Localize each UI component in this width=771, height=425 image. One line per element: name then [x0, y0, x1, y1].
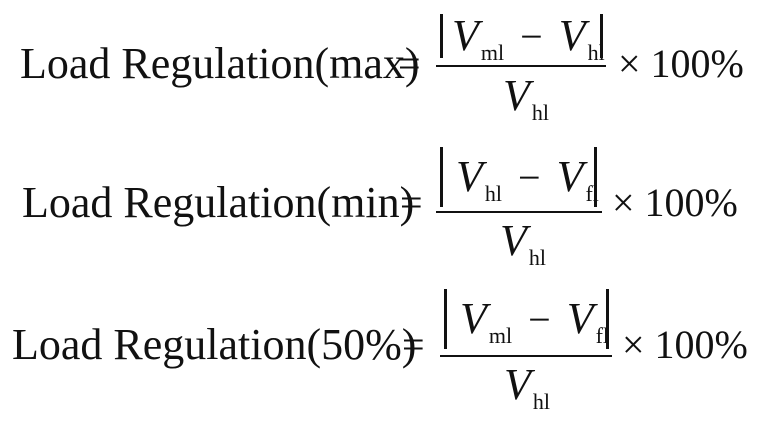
variable-v: V — [456, 152, 483, 201]
variable-v: V — [500, 216, 527, 265]
times-100-percent: × 100% — [612, 180, 738, 225]
abs-bar-right — [600, 14, 603, 58]
minus-sign: − — [528, 297, 551, 342]
subscript: hl — [484, 181, 503, 206]
denominator: Vhl — [500, 215, 546, 270]
variable-v: V — [566, 294, 594, 343]
variable-v: V — [504, 360, 531, 409]
numerator: Vhl−Vfl — [456, 151, 599, 206]
minus-sign: − — [518, 155, 541, 200]
variable-v: V — [460, 294, 487, 343]
abs-bar-left — [440, 147, 443, 207]
fraction-line — [440, 355, 612, 357]
subscript: ml — [480, 40, 505, 65]
abs-bar-right — [594, 147, 597, 207]
fraction-line — [436, 65, 606, 67]
abs-bar-left — [440, 14, 443, 58]
variable-v: V — [556, 152, 584, 201]
denominator: Vhl — [503, 70, 549, 125]
subscript: hl — [532, 389, 551, 414]
equation-lhs: Load Regulation(50%) — [12, 320, 417, 369]
equals-sign: = — [400, 180, 423, 225]
times-100-percent: × 100% — [622, 322, 748, 367]
subscript: fl — [595, 323, 610, 348]
equals-sign: = — [402, 322, 425, 367]
subscript: hl — [528, 245, 547, 270]
variable-v: V — [452, 11, 479, 60]
equation-lhs: Load Regulation(max) — [20, 39, 420, 88]
abs-bar-right — [606, 289, 609, 349]
equation-lhs: Load Regulation(min) — [22, 178, 415, 227]
equals-sign: = — [398, 41, 421, 86]
denominator: Vhl — [504, 359, 550, 414]
subscript: ml — [488, 323, 513, 348]
fraction-line — [436, 211, 602, 213]
equation-load-regulation-max: Load Regulation(max) = Vml−Vhl Vhl × 100… — [0, 2, 771, 125]
minus-sign: − — [520, 14, 543, 59]
subscript: hl — [531, 100, 550, 125]
numerator: Vml−Vfl — [460, 293, 609, 348]
variable-v: V — [558, 11, 586, 60]
times-100-percent: × 100% — [618, 41, 744, 86]
numerator: Vml−Vhl — [452, 10, 605, 65]
equation-load-regulation-min: Load Regulation(min) = Vhl−Vfl Vhl × 100… — [0, 141, 771, 270]
equation-load-regulation-50-percent: Load Regulation(50%) = Vml−Vfl Vhl × 100… — [0, 283, 771, 414]
abs-bar-left — [444, 289, 447, 349]
variable-v: V — [503, 71, 530, 120]
